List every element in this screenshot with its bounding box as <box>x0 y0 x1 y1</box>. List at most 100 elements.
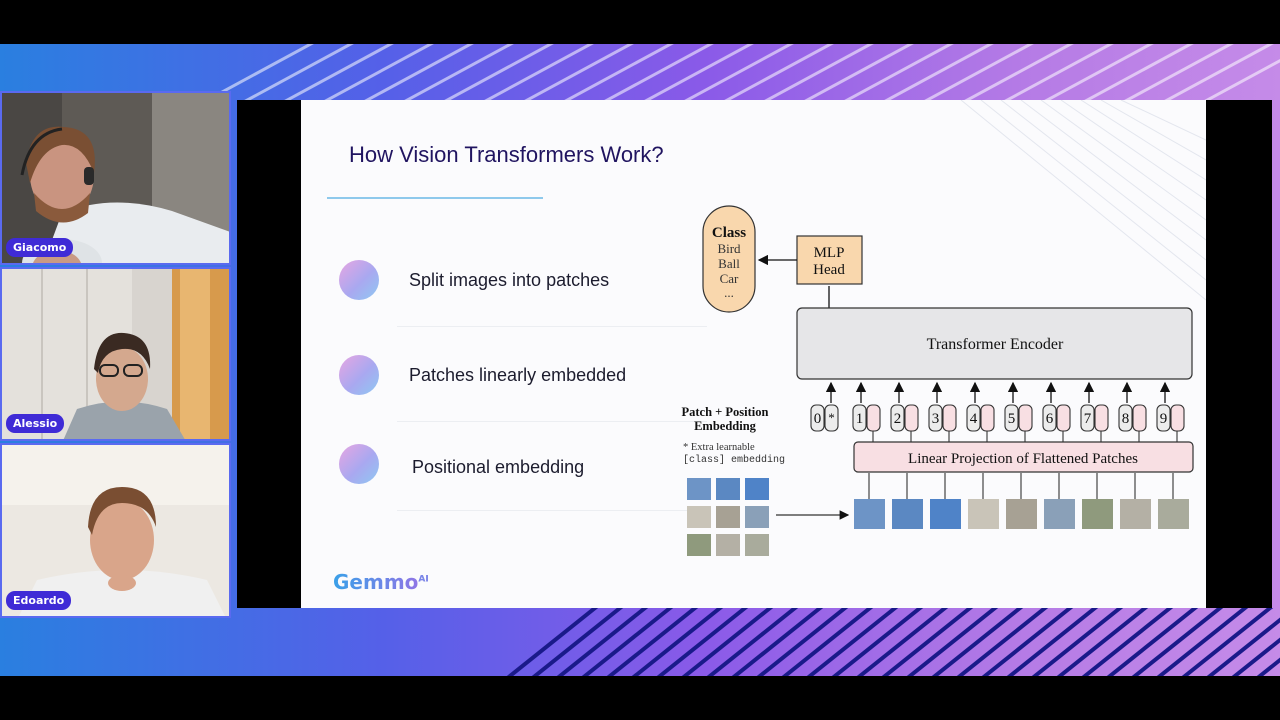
extra-note-line2: [class] embedding <box>683 454 785 466</box>
participant-tile-edoardo[interactable]: Edoardo <box>0 443 231 618</box>
bullet-divider <box>397 326 707 327</box>
bullet-text: Split images into patches <box>409 270 610 290</box>
slide-title: How Vision Transformers Work? <box>349 142 664 167</box>
position-embedding-box <box>966 404 981 432</box>
position-index-label: 3 <box>932 411 940 427</box>
patch-thumb <box>892 499 923 529</box>
token-pair: 1 <box>852 381 881 442</box>
token-sequence: 0* 1 2 3 4 5 6 7 8 9 <box>810 381 1185 442</box>
position-embedding-box <box>1156 404 1171 432</box>
token-pair: 4 <box>966 381 995 442</box>
presentation-slide: How Vision Transformers Work? Split imag… <box>301 100 1206 608</box>
position-embedding-box <box>1004 404 1019 432</box>
token-pair: 3 <box>928 381 957 442</box>
position-index-label: 1 <box>856 411 864 427</box>
position-embedding-box <box>890 404 905 432</box>
source-image-grid <box>687 478 769 556</box>
position-index-label: 8 <box>1122 411 1130 427</box>
patch-thumb <box>1006 499 1037 529</box>
stripe-pattern <box>204 44 1280 676</box>
participant-video-edoardo <box>2 445 229 616</box>
vit-diagram: Class Bird Ball Car ... MLP Head Transfo… <box>682 205 1194 556</box>
patch-embedding-box <box>942 404 957 432</box>
bullet-dot-icon <box>339 355 379 395</box>
image-patch-thumb <box>745 534 769 556</box>
linear-projection-box <box>853 441 1194 473</box>
class-token-marker: * <box>828 410 835 425</box>
bullet-text: Positional embedding <box>412 457 585 477</box>
patch-embedding-box <box>1094 404 1109 432</box>
patch-position-line1: Patch + Position <box>682 405 769 419</box>
token-pair: 8 <box>1118 381 1147 442</box>
patch-thumb <box>1082 499 1113 529</box>
slide-decoration <box>960 100 1206 301</box>
transformer-encoder-label: Transformer Encoder <box>927 336 1064 353</box>
image-patch-thumb <box>716 478 740 500</box>
image-patch-thumb <box>716 506 740 528</box>
patch-embedding-box <box>866 404 881 432</box>
mlp-head-line2: Head <box>813 262 845 278</box>
class-output-box <box>702 205 756 313</box>
patch-embedding-box <box>904 404 919 432</box>
image-patch-thumb <box>745 478 769 500</box>
patch-thumb <box>854 499 885 529</box>
position-index-label: 2 <box>894 411 902 427</box>
patch-thumb <box>1120 499 1151 529</box>
patch-position-line2: Embedding <box>694 419 757 433</box>
position-index-label: 7 <box>1084 411 1092 427</box>
position-embedding-box <box>852 404 867 432</box>
position-index-label: 4 <box>970 411 978 427</box>
token-pair: 7 <box>1080 381 1109 442</box>
participant-video-alessio <box>2 269 229 439</box>
patch-embedding-box <box>1056 404 1071 432</box>
position-index-label: 5 <box>1008 411 1016 427</box>
token-pair: 0* <box>810 381 839 432</box>
participant-tile-alessio[interactable]: Alessio <box>0 267 231 441</box>
bullet-dot-icon <box>339 260 379 300</box>
participant-name-label: Giacomo <box>6 238 74 257</box>
participant-name-label: Edoardo <box>6 591 72 610</box>
token-pair: 6 <box>1042 381 1071 442</box>
bullet-divider <box>397 421 707 422</box>
patch-connector-lines <box>868 473 1174 499</box>
patch-embedding-box <box>1170 404 1185 432</box>
patch-embedding-box <box>824 404 839 432</box>
logo-suffix: AI <box>418 574 429 585</box>
patch-embedding-box <box>980 404 995 432</box>
class-item: Bird <box>717 241 741 256</box>
class-item: Ball <box>718 256 740 271</box>
position-embedding-box <box>810 404 825 432</box>
patch-embedding-box <box>1018 404 1033 432</box>
participant-video-giacomo <box>2 93 229 263</box>
bullet-item: Positional embedding <box>339 444 707 511</box>
token-pair: 2 <box>890 381 919 442</box>
class-title: Class <box>712 225 746 241</box>
participant-name-label: Alessio <box>6 414 65 433</box>
bullet-item: Patches linearly embedded <box>339 355 707 422</box>
bullet-text: Patches linearly embedded <box>409 365 627 385</box>
bullet-divider <box>397 510 707 511</box>
patch-embedding-box <box>1132 404 1147 432</box>
image-patch-thumb <box>687 534 711 556</box>
image-patch-thumb <box>687 478 711 500</box>
flattened-patch-row <box>854 499 1189 529</box>
class-item: ... <box>724 285 734 300</box>
position-embedding-box <box>1080 404 1095 432</box>
bullet-item: Split images into patches <box>339 260 707 327</box>
position-index-label: 6 <box>1046 411 1054 427</box>
patch-thumb <box>1044 499 1075 529</box>
extra-note-line1: * Extra learnable <box>683 442 755 453</box>
title-underline <box>327 197 543 199</box>
bullet-dot-icon <box>339 444 379 484</box>
patch-thumb <box>930 499 961 529</box>
image-patch-thumb <box>745 506 769 528</box>
image-patch-thumb <box>687 506 711 528</box>
token-pair: 5 <box>1004 381 1033 442</box>
patch-thumb <box>1158 499 1189 529</box>
transformer-encoder-box <box>796 307 1193 380</box>
position-index-label: 9 <box>1160 411 1168 427</box>
participant-tile-giacomo[interactable]: Giacomo <box>0 91 231 265</box>
position-embedding-box <box>1118 404 1133 432</box>
position-embedding-box <box>928 404 943 432</box>
linear-projection-label: Linear Projection of Flattened Patches <box>908 451 1138 467</box>
